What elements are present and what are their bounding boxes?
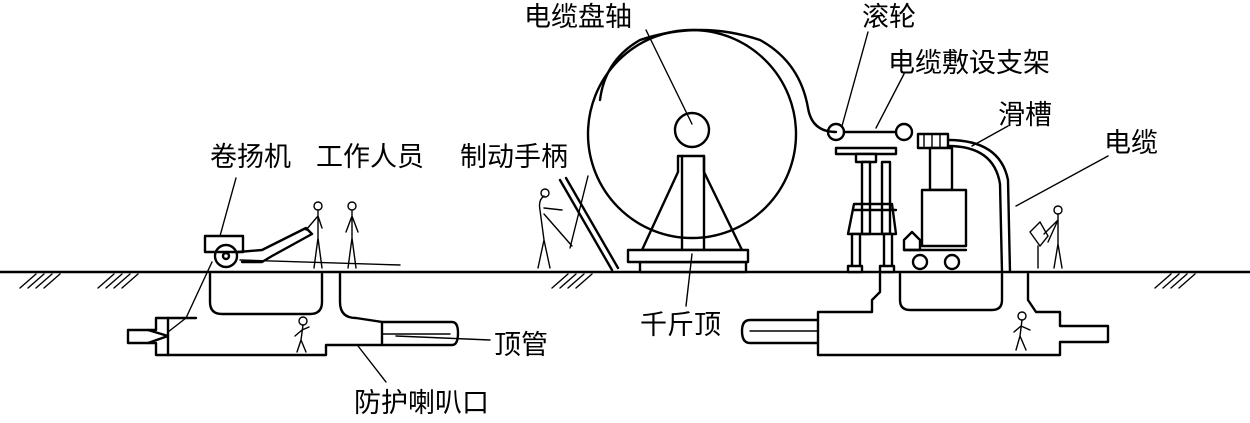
label-jacking-pipe: 顶管	[494, 330, 548, 361]
label-brake-handle: 制动手柄	[460, 142, 568, 173]
label-cable-reel: 电缆盘轴	[524, 2, 632, 33]
winch	[168, 228, 400, 332]
label-jack: 千斤顶	[640, 310, 721, 341]
cable-reel	[588, 30, 836, 272]
label-cable: 电缆	[1104, 128, 1158, 159]
right-pit	[742, 274, 1108, 355]
workers-figures	[306, 202, 358, 268]
ground-hatch-right	[1155, 274, 1195, 288]
ground-hatch-left-2	[98, 274, 138, 288]
jacking-pipe-shape	[382, 322, 458, 345]
label-winch: 卷扬机	[210, 142, 291, 173]
ground	[0, 272, 1250, 288]
label-cable-laying-support: 电缆敷设支架	[888, 48, 1050, 79]
left-pit	[128, 274, 382, 355]
label-workers: 工作人员	[316, 142, 424, 173]
label-chute: 滑槽	[998, 100, 1052, 131]
ground-hatch-mid	[552, 274, 592, 288]
right-worker	[1030, 206, 1062, 268]
label-protective-bell-mouth: 防护喇叭口	[354, 388, 489, 419]
worker-in-pit-left	[295, 317, 309, 352]
cable-cart	[904, 148, 966, 269]
worker-in-pit-right	[1014, 312, 1030, 350]
ground-hatch-left	[20, 274, 60, 288]
label-roller: 滚轮	[862, 2, 916, 33]
cable-laying-support	[828, 124, 912, 272]
